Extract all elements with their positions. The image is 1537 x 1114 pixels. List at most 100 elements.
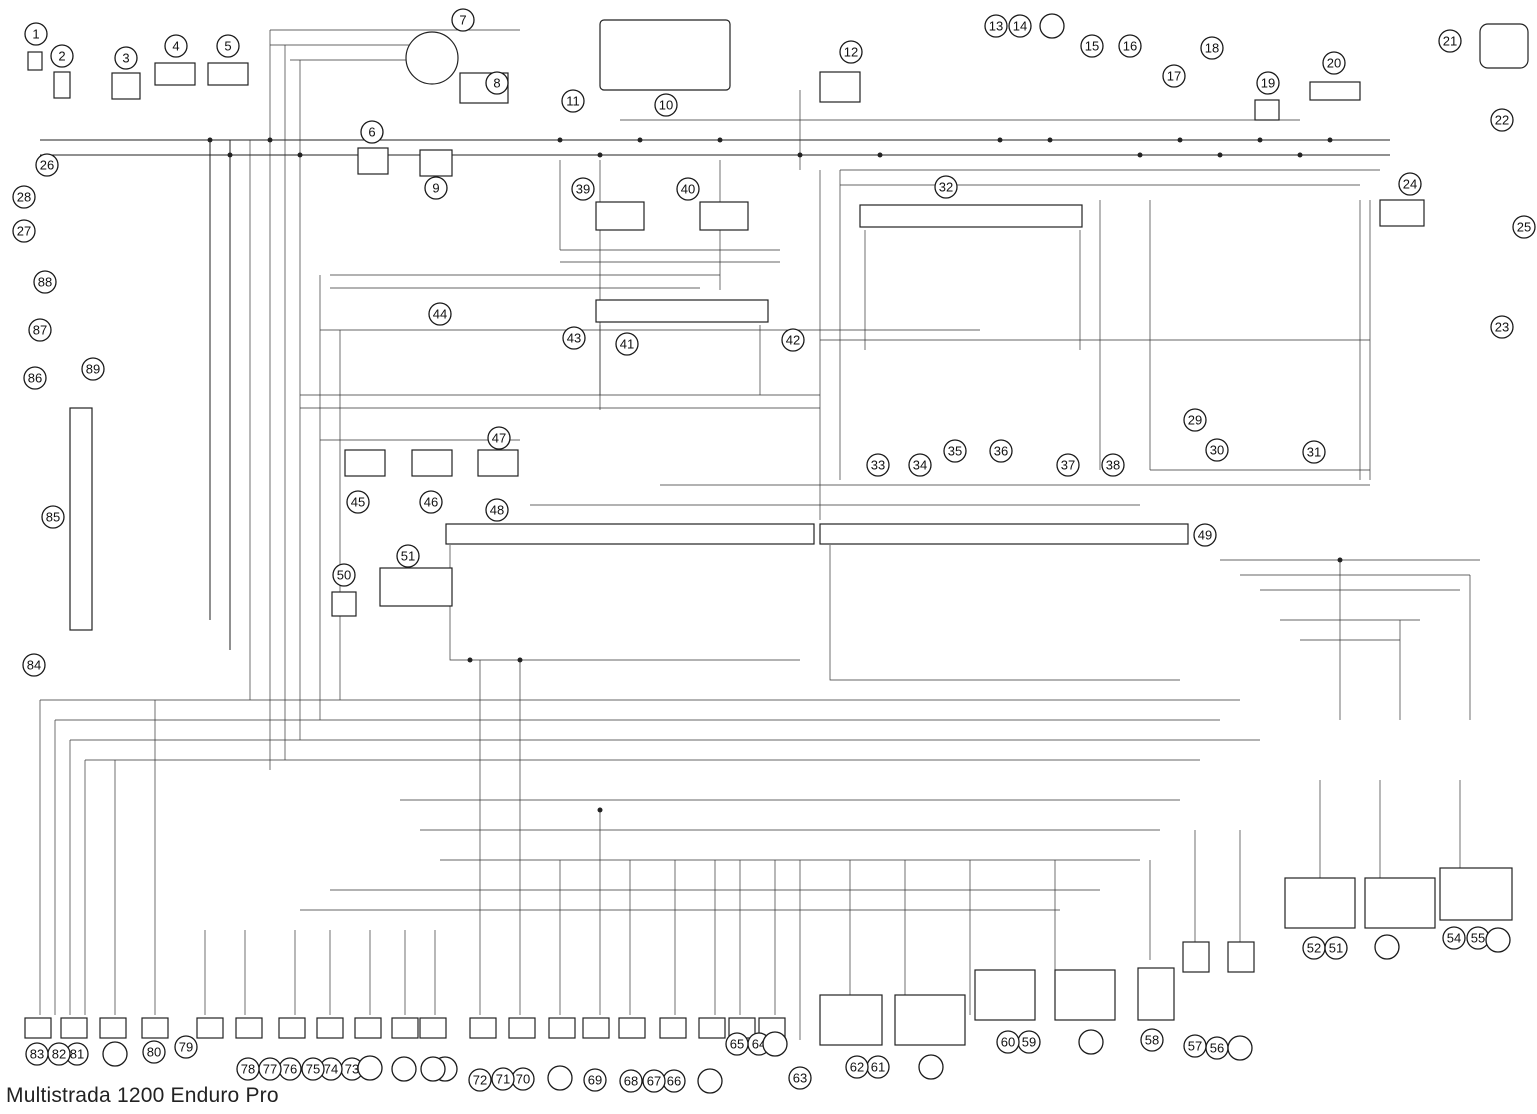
callout-circle xyxy=(1080,34,1104,58)
callout-26: 26 xyxy=(35,153,59,177)
callout-circle xyxy=(1078,1029,1104,1055)
callout-circle xyxy=(547,1065,573,1091)
battery-10 xyxy=(599,19,731,91)
junction-dot xyxy=(1177,137,1183,143)
callout-circle xyxy=(1324,936,1348,960)
junction-dot xyxy=(207,137,213,143)
callout-27: 27 xyxy=(12,219,36,243)
callout-82: 82 xyxy=(47,1042,71,1066)
callout-circle xyxy=(1008,14,1032,38)
callout-number: 61 xyxy=(871,1060,885,1075)
callout-number: 81 xyxy=(70,1047,84,1062)
callout-circle xyxy=(561,89,585,113)
callout-number: 70 xyxy=(516,1072,530,1087)
callout-14-circle xyxy=(1039,13,1065,39)
connector-plug xyxy=(278,1017,306,1039)
callout-number: 17 xyxy=(1167,69,1181,84)
callout-circle xyxy=(1162,64,1186,88)
module-54 xyxy=(1439,867,1513,921)
callout-89: 89 xyxy=(81,357,105,381)
callout-circle xyxy=(81,357,105,381)
callout-circle xyxy=(676,177,700,201)
callout-number: 16 xyxy=(1123,39,1137,54)
callout-circle xyxy=(114,46,138,70)
junction-dot xyxy=(1047,137,1053,143)
callout-circle xyxy=(918,1054,944,1080)
callout-number: 54 xyxy=(1447,931,1461,946)
callout-number: 9 xyxy=(432,181,439,196)
callout-1: 1 xyxy=(24,22,48,46)
fuse-box-39 xyxy=(595,201,645,231)
callout-5: 5 xyxy=(216,34,240,58)
callout-15: 15 xyxy=(1080,34,1104,58)
callout-number: 20 xyxy=(1327,56,1341,71)
callout-number: 36 xyxy=(994,444,1008,459)
callout-number: 57 xyxy=(1188,1039,1202,1054)
callout-number: 86 xyxy=(28,371,42,386)
callout-circle xyxy=(301,1057,325,1081)
callout-circle xyxy=(1490,108,1514,132)
callout-number: 55 xyxy=(1471,931,1485,946)
callout-number: 11 xyxy=(566,94,580,109)
callout-circle xyxy=(142,1040,166,1064)
connector-block-3 xyxy=(111,72,141,100)
callout-number: 3 xyxy=(122,51,129,66)
junction-dot xyxy=(1257,137,1263,143)
callout-circle xyxy=(23,366,47,390)
callout-circle xyxy=(934,175,958,199)
callout-62: 62 xyxy=(845,1055,869,1079)
callout-circle xyxy=(1140,1028,1164,1052)
junction-dot xyxy=(517,657,523,663)
callout-circle xyxy=(845,1055,869,1079)
callout-circle xyxy=(996,1030,1020,1054)
callout-77: 77 xyxy=(258,1057,282,1081)
callout-51b: 51 xyxy=(1324,936,1348,960)
callout-circle xyxy=(332,563,356,587)
junction-dot xyxy=(1217,152,1223,158)
callout-circle xyxy=(1442,926,1466,950)
callout-number: 72 xyxy=(473,1073,487,1088)
fuse-box-40 xyxy=(699,201,749,231)
connector-block-85 xyxy=(69,407,93,631)
callout-circle xyxy=(468,1068,492,1092)
callout-number: 23 xyxy=(1495,320,1509,335)
callout-circle xyxy=(642,1069,666,1093)
callout-number: 45 xyxy=(351,495,365,510)
callout-circle xyxy=(1490,315,1514,339)
callout-43: 43 xyxy=(562,326,586,350)
callout-4: 4 xyxy=(164,34,188,58)
callout-number: 43 xyxy=(567,331,581,346)
callout-number: 39 xyxy=(576,182,590,197)
callout-42: 42 xyxy=(781,328,805,352)
callout-number: 88 xyxy=(38,275,52,290)
callout-number: 41 xyxy=(620,337,634,352)
callout-29: 29 xyxy=(1183,408,1207,432)
callout-number: 5 xyxy=(224,39,231,54)
callout-number: 65 xyxy=(730,1037,744,1052)
callout-49: 49 xyxy=(1193,523,1217,547)
callout-number: 56 xyxy=(1210,1041,1224,1056)
callout-14: 14 xyxy=(1008,14,1032,38)
callout-circle xyxy=(1374,934,1400,960)
callout-number: 75 xyxy=(306,1062,320,1077)
callout-circle xyxy=(428,302,452,326)
connector-plug xyxy=(469,1017,497,1039)
callout-number: 83 xyxy=(30,1047,44,1062)
callout-10: 10 xyxy=(654,93,678,117)
callout-20: 20 xyxy=(1322,51,1346,75)
callout-59: 59 xyxy=(1017,1030,1041,1054)
callout-circle xyxy=(28,318,52,342)
connector-plug xyxy=(391,1017,419,1039)
callout-69-circle xyxy=(547,1065,573,1091)
callout-circle xyxy=(50,44,74,68)
callout-47: 47 xyxy=(487,426,511,450)
callout-number: 59 xyxy=(1022,1035,1036,1050)
callout-number: 52 xyxy=(1307,941,1321,956)
callout-circle xyxy=(571,177,595,201)
callout-circle xyxy=(943,439,967,463)
callout-36: 36 xyxy=(989,439,1013,463)
callout-68: 68 xyxy=(619,1069,643,1093)
junction-dot xyxy=(557,137,563,143)
junction-dot xyxy=(467,657,473,663)
